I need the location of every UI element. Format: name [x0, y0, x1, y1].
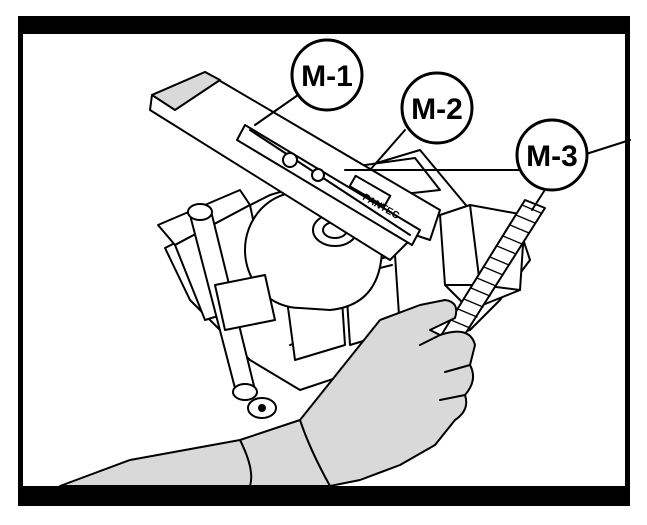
callout-m3: M-3: [515, 118, 589, 192]
callout-label-m2: M-2: [411, 93, 463, 126]
frame: [18, 16, 630, 506]
callout-label-m3: M-3: [526, 140, 578, 173]
callout-m2: M-2: [400, 71, 474, 145]
callout-label-m1: M-1: [301, 60, 353, 93]
callout-m1: M-1: [290, 38, 364, 112]
rod-lever: [187, 203, 277, 419]
callout-leaders: [254, 94, 631, 211]
file-teeth: [450, 204, 542, 329]
gloved-hand: [59, 299, 476, 487]
guide-bar-m1: PANTEC: [149, 71, 441, 261]
